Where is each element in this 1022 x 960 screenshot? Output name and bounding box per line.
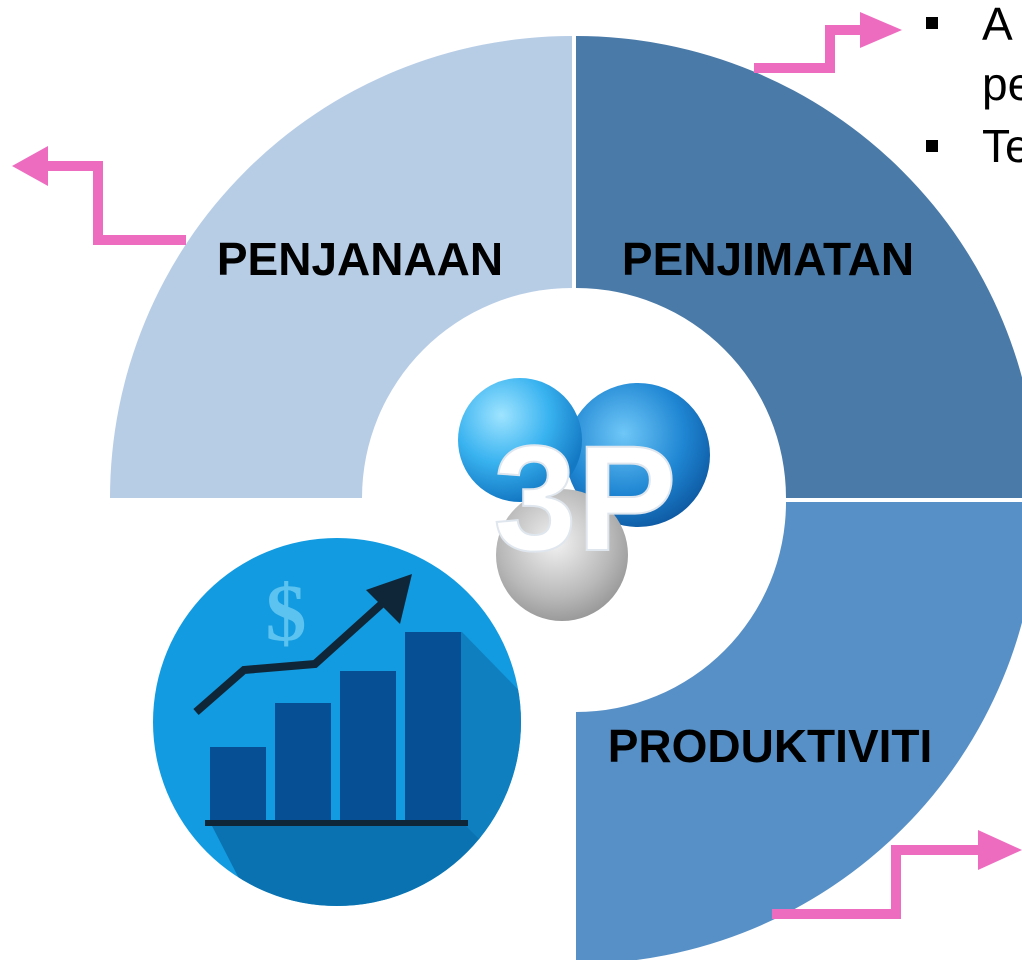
growth-trend-line bbox=[193, 597, 389, 716]
label-penjimatan: PENJIMATAN bbox=[622, 233, 914, 285]
bullet-continuation-text: pe bbox=[982, 58, 1022, 110]
bullet-text: Te bbox=[982, 120, 1022, 172]
trend-arrowhead-icon bbox=[366, 574, 412, 624]
growth-bar-3 bbox=[340, 671, 396, 822]
growth-bar-1 bbox=[210, 747, 266, 822]
bullet-marker bbox=[926, 140, 938, 152]
label-penjanaan: PENJANAAN bbox=[217, 233, 503, 285]
arrow-penjimatan bbox=[754, 12, 902, 73]
3p-logo-icon: 3P bbox=[458, 378, 710, 621]
bullet-text: A bbox=[982, 0, 1013, 50]
logo-text: 3P bbox=[493, 414, 676, 582]
dollar-sign-icon: $ bbox=[266, 567, 307, 658]
growth-bar-4 bbox=[405, 632, 461, 822]
arrow-penjanaan bbox=[12, 146, 186, 245]
growth-bar-2 bbox=[275, 703, 331, 822]
label-produktiviti: PRODUKTIVITI bbox=[608, 720, 933, 772]
segment-penjanaan bbox=[110, 36, 572, 498]
growth-chart-icon: $ bbox=[153, 538, 521, 906]
bullet-marker bbox=[926, 17, 938, 29]
bullet-list: A pe Te bbox=[926, 0, 1022, 172]
segment-penjimatan bbox=[576, 36, 1022, 498]
segment-produktiviti bbox=[576, 502, 1022, 960]
arrow-produktiviti bbox=[772, 830, 1022, 919]
